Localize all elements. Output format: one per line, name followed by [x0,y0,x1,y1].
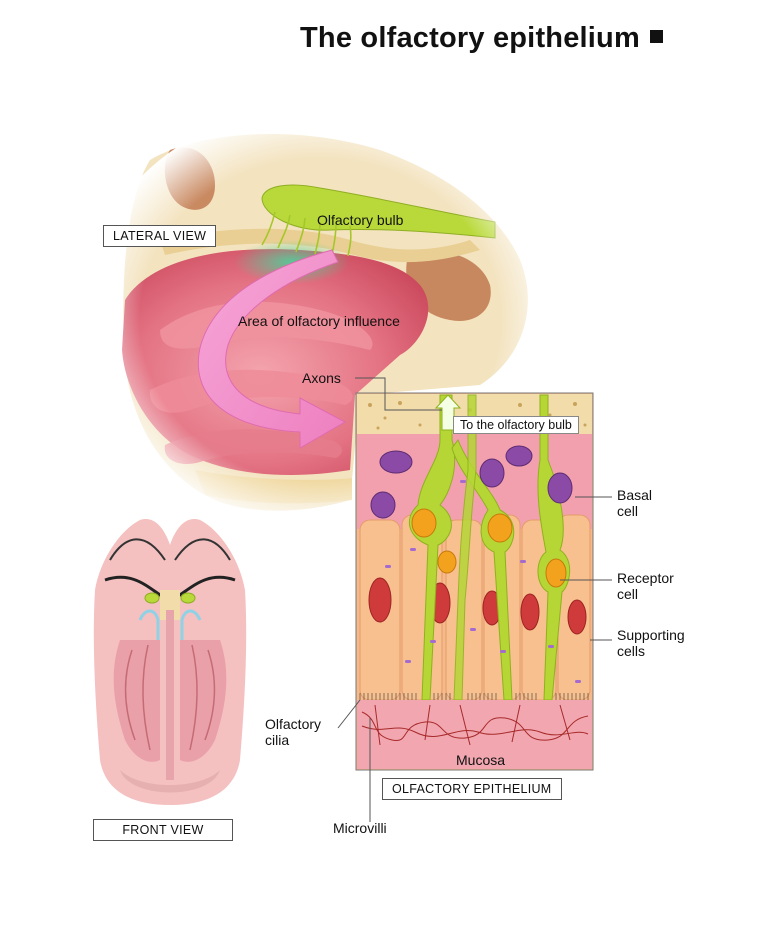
leader-lines [337,377,612,822]
area-of-olfactory-influence-label: Area of olfactory influence [238,313,400,329]
olfactory-bulb-label: Olfactory bulb [317,212,404,228]
title-square-icon [649,30,663,43]
front-view-label: FRONT VIEW [93,819,233,841]
lateral-view-illustration [80,105,560,535]
to-olfactory-bulb-label: To the olfactory bulb [453,416,579,434]
front-view-illustration [93,519,247,805]
mucosa-label: Mucosa [456,752,506,768]
microvilli-label: Microvilli [333,820,387,836]
olfactory-epithelium-label: OLFACTORY EPITHELIUM [382,778,562,800]
lateral-view-label: LATERAL VIEW [103,225,217,247]
page-title: The olfactory epithelium [300,22,663,55]
epithelium-panel [355,392,594,771]
pink-curved-arrow [197,249,347,449]
axons-label: Axons [302,370,341,386]
